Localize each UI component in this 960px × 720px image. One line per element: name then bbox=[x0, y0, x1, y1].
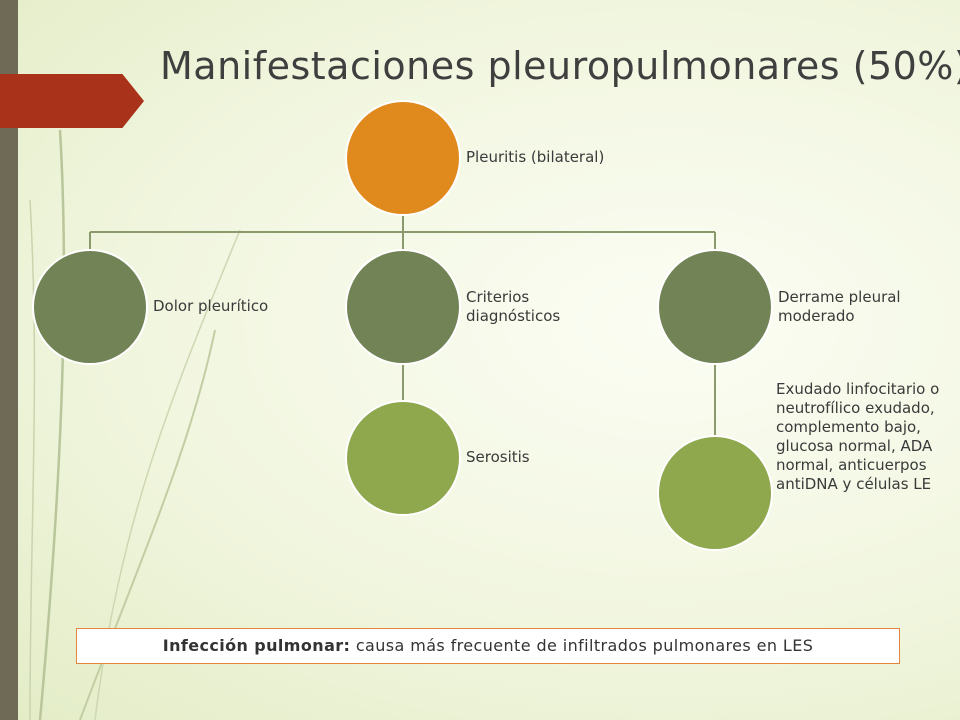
label-dolor-pleuritico: Dolor pleurítico bbox=[153, 297, 269, 315]
node-derrame-pleural bbox=[657, 249, 773, 365]
node-serositis bbox=[345, 400, 461, 516]
title-ribbon bbox=[0, 74, 144, 128]
node-root-pleuritis bbox=[345, 100, 461, 216]
callout-box: Infección pulmonar: causa más frecuente … bbox=[76, 628, 900, 664]
left-accent-bar bbox=[0, 0, 18, 720]
label-derrame-pleural: Derrame pleural moderado bbox=[778, 288, 901, 325]
node-exudado bbox=[657, 435, 773, 551]
callout-bold: Infección pulmonar: bbox=[162, 636, 351, 655]
connectors bbox=[89, 215, 716, 436]
label-criterios-diagnosticos: Criterios diagnósticos bbox=[466, 288, 561, 325]
node-criterios-diagnosticos bbox=[345, 249, 461, 365]
callout-text: causa más frecuente de infiltrados pulmo… bbox=[350, 636, 814, 655]
slide-title: Manifestaciones pleuropulmonares (50%) bbox=[160, 44, 960, 88]
label-exudado: Exudado linfocitario o neutrofílico exud… bbox=[776, 380, 940, 493]
label-serositis: Serositis bbox=[466, 448, 530, 466]
node-dolor-pleuritico bbox=[32, 249, 148, 365]
label-root: Pleuritis (bilateral) bbox=[466, 148, 605, 166]
